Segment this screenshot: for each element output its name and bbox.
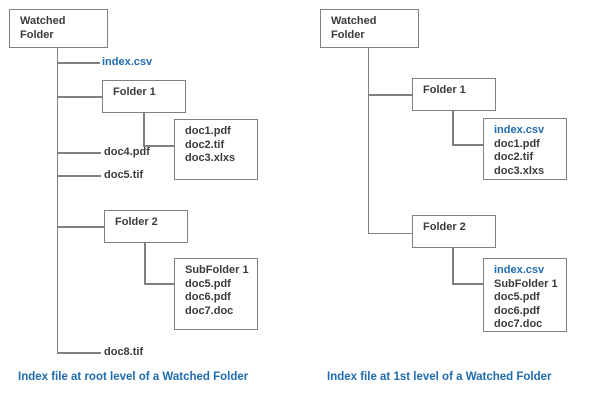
left-f2-file-1: SubFolder 1 (185, 264, 249, 276)
left-folder1-files-box: doc1.pdf doc2.tif doc3.xlxs (174, 119, 258, 180)
left-f2-file-3: doc6.pdf (185, 291, 231, 303)
left-root-line-1: Watched (20, 15, 66, 27)
right-f2-file-1: SubFolder 1 (494, 277, 558, 290)
right-f1-index-csv: index.csv (494, 124, 545, 136)
left-f1-file-1: doc1.pdf (185, 125, 231, 137)
left-branch-index (56, 62, 100, 64)
right-folder1-box: Folder 1 (412, 78, 496, 111)
left-f2-file-4: doc7.doc (185, 304, 234, 317)
left-folder1-drop-line (143, 113, 145, 146)
right-f2-index-csv: index.csv (494, 264, 545, 276)
right-folder2-drop-line (452, 248, 454, 284)
right-folder2-label: Folder 2 (423, 221, 466, 233)
right-root-line-2: Folder (331, 28, 365, 41)
left-folder1-label: Folder 1 (113, 86, 156, 98)
right-folder1-drop-line (452, 111, 454, 145)
left-folder1-box: Folder 1 (102, 80, 186, 113)
left-watched-folder-box: Watched Folder (9, 9, 108, 48)
right-folder1-label: Folder 1 (423, 84, 466, 96)
right-caption: Index file at 1st level of a Watched Fol… (327, 371, 552, 383)
left-folder2-files-box: SubFolder 1 doc5.pdf doc6.pdf doc7.doc (174, 258, 258, 330)
right-folder1-elbow-line (452, 144, 484, 146)
right-f1-file-2: doc2.tif (494, 151, 534, 163)
left-branch-doc8 (56, 352, 101, 354)
left-folder2-label: Folder 2 (115, 216, 158, 228)
right-trunk-line (367, 47, 369, 234)
left-doc4-label: doc4.pdf (104, 146, 150, 158)
right-root-line-1: Watched (331, 15, 377, 27)
left-f1-file-2: doc2.tif (185, 138, 225, 151)
left-f2-file-2: doc5.pdf (185, 277, 231, 290)
right-f2-file-3: doc6.pdf (494, 304, 540, 317)
left-index-csv-label: index.csv (102, 56, 153, 68)
right-f1-file-1: doc1.pdf (494, 137, 540, 150)
left-folder2-elbow-line (144, 283, 175, 285)
right-f2-file-4: doc7.doc (494, 318, 543, 330)
right-f2-file-2: doc5.pdf (494, 291, 540, 303)
left-branch-folder2 (56, 226, 105, 228)
left-folder1-elbow-line (143, 145, 175, 147)
left-branch-doc4 (56, 152, 101, 154)
left-folder2-box: Folder 2 (104, 210, 188, 243)
right-branch-folder1 (367, 94, 414, 96)
left-f1-file-3: doc3.xlxs (185, 152, 236, 164)
right-folder2-files-box: index.csv SubFolder 1 doc5.pdf doc6.pdf … (483, 258, 567, 332)
left-branch-folder1 (56, 96, 103, 98)
left-trunk-line (56, 47, 58, 353)
left-doc8-label: doc8.tif (104, 346, 144, 358)
right-folder2-elbow-line (452, 283, 484, 285)
right-folder1-files-box: index.csv doc1.pdf doc2.tif doc3.xlxs (483, 118, 567, 180)
left-branch-doc5 (56, 175, 101, 177)
right-watched-folder-box: Watched Folder (320, 9, 419, 48)
right-folder2-box: Folder 2 (412, 215, 496, 248)
left-doc5-label: doc5.tif (104, 169, 144, 181)
right-branch-folder2 (367, 232, 414, 234)
left-folder2-drop-line (144, 243, 146, 284)
right-f1-file-3: doc3.xlxs (494, 164, 545, 177)
left-caption: Index file at root level of a Watched Fo… (18, 371, 249, 383)
left-root-line-2: Folder (20, 28, 54, 41)
